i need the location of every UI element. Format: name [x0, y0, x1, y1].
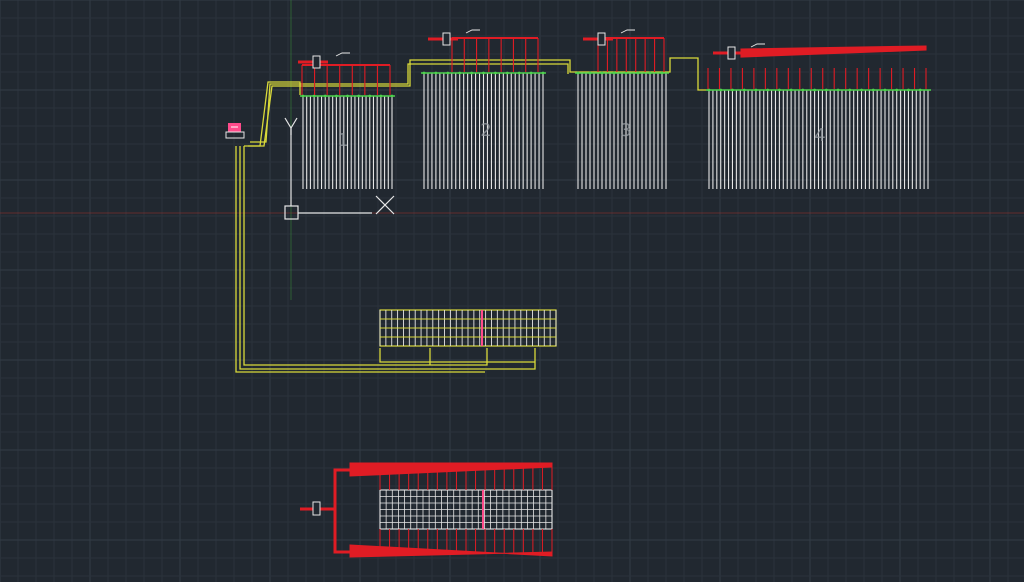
- manifold-marker: [576, 71, 580, 75]
- manifold-marker: [446, 71, 450, 75]
- manifold-marker: [719, 88, 723, 92]
- manifold-marker: [766, 88, 770, 92]
- manifold-marker: [323, 94, 327, 98]
- manifold-marker: [312, 94, 316, 98]
- manifold-marker: [505, 71, 509, 75]
- manifold-marker: [541, 71, 545, 75]
- manifold-marker: [871, 88, 875, 92]
- boiler-icon[interactable]: [225, 123, 245, 139]
- radiant-tubes: [708, 90, 929, 189]
- radiant-zone-2[interactable]: 2: [421, 29, 546, 189]
- manifold-marker: [777, 88, 781, 92]
- manifold-marker: [789, 88, 793, 92]
- valve-icon[interactable]: [727, 46, 736, 60]
- manifold-marker: [883, 88, 887, 92]
- manifold-marker: [824, 88, 828, 92]
- manifold-marker: [660, 71, 664, 75]
- manifold-marker: [742, 88, 746, 92]
- manifold-marker: [494, 71, 497, 75]
- supply-pipe[interactable]: [235, 57, 710, 373]
- manifold-marker: [334, 94, 338, 98]
- manifold-marker: [482, 71, 485, 75]
- ucs-y-label: Y: [8, 563, 18, 582]
- radiant-zone-4[interactable]: 4: [706, 43, 931, 189]
- manifold-marker: [434, 71, 438, 75]
- manifold-marker: [848, 88, 852, 92]
- manifold-marker: [368, 94, 372, 98]
- zone-label-2: 2: [480, 120, 491, 141]
- manifold-marker: [754, 88, 758, 92]
- manifold-marker: [600, 71, 604, 75]
- ucs-y-glyph: [284, 117, 298, 135]
- zone-label-3: 3: [620, 120, 631, 141]
- manifold-marker: [379, 94, 383, 98]
- manifold-marker: [907, 88, 910, 92]
- manifold-marker: [707, 88, 711, 92]
- manifold-marker: [346, 94, 349, 98]
- manifold-marker: [895, 88, 899, 92]
- manifold-marker: [470, 71, 473, 75]
- radiant-tubes: [302, 96, 393, 189]
- ucs-icon[interactable]: [284, 117, 395, 220]
- manifold-marker: [588, 71, 592, 75]
- manifold-marker: [624, 71, 628, 75]
- manifold-marker: [529, 71, 533, 75]
- heat-branch: [583, 37, 665, 72]
- manifold-marker: [731, 88, 734, 92]
- manifold-marker: [636, 71, 640, 75]
- heat-branch: [428, 37, 539, 72]
- radiant-tubes: [577, 73, 667, 189]
- manifold-marker: [301, 94, 305, 98]
- ucs-x-glyph: [375, 195, 395, 215]
- manifold-marker: [801, 88, 805, 92]
- manifold-marker: [458, 71, 462, 75]
- valve-tag: [465, 29, 480, 34]
- radiant-zone-1[interactable]: 1: [298, 52, 395, 189]
- manifold-marker: [648, 71, 652, 75]
- valve-icon[interactable]: [312, 501, 321, 516]
- valve-icon[interactable]: [442, 32, 451, 46]
- valve-tag: [750, 43, 765, 48]
- heat-branch: [707, 45, 927, 89]
- radiant-tubes: [423, 73, 544, 189]
- manifold-marker: [612, 71, 616, 75]
- floor-heating-grid-a[interactable]: [379, 309, 557, 347]
- manifold-marker: [357, 94, 361, 98]
- valve-icon[interactable]: [597, 32, 606, 46]
- manifold-marker: [860, 88, 863, 92]
- manifold-marker: [836, 88, 840, 92]
- valve-tag: [335, 52, 350, 57]
- ucs-x-label: X: [20, 563, 30, 582]
- manifold-marker: [813, 88, 816, 92]
- floor-heating-grid-b[interactable]: [300, 462, 553, 558]
- radiant-zone-3[interactable]: 3: [575, 29, 669, 189]
- valve-icon[interactable]: [312, 55, 321, 69]
- valve-tag: [620, 29, 635, 34]
- manifold-marker: [390, 94, 394, 98]
- zone-label-1: 1: [337, 130, 348, 151]
- heat-manifold-wedges: [300, 462, 553, 558]
- manifold-marker: [918, 88, 922, 92]
- manifold-marker: [517, 71, 521, 75]
- ucs-origin-box: [284, 205, 299, 220]
- manifold-marker: [422, 71, 426, 75]
- zone-label-4: 4: [814, 125, 825, 146]
